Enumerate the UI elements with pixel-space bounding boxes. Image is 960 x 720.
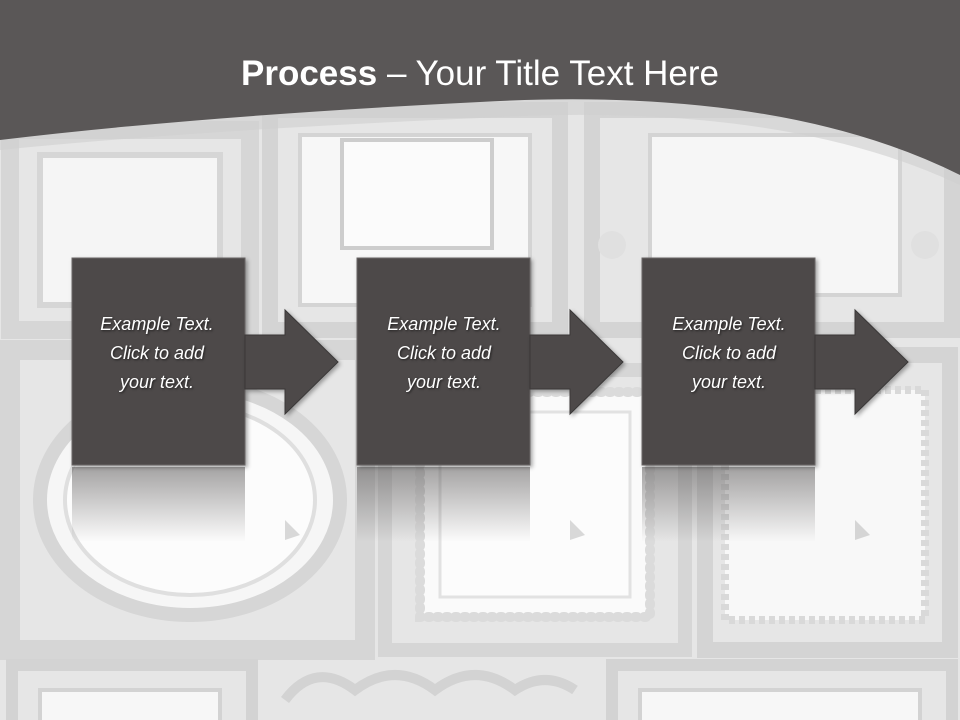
step-2-line-3: your text. [406,372,482,392]
title-bold: Process [241,54,378,93]
step-1-line-1: Example Text. [100,314,214,334]
step-2-reflection [357,467,530,542]
frames-bottom-strip [6,659,958,720]
step-1-reflection [72,467,245,542]
step-3-line-2: Click to add [681,343,777,363]
step-2-box [356,257,531,466]
step-1-text[interactable]: Example Text. Click to add your text. [72,310,242,397]
step-3-arrow [814,308,909,416]
step-2-line-2: Click to add [396,343,492,363]
title-rest: – Your Title Text Here [377,54,719,93]
step-1-arrow-reflection [285,520,300,540]
header-shape [0,0,960,175]
process-step-2 [356,257,624,542]
process-step-1 [71,257,339,542]
step-2-arrow-reflection [570,520,585,540]
step-2-arrow [529,308,624,416]
step-1-line-2: Click to add [109,343,205,363]
step-2-line-1: Example Text. [387,314,501,334]
step-3-reflection [642,467,815,542]
step-2-text[interactable]: Example Text. Click to add your text. [359,310,529,397]
step-3-line-3: your text. [691,372,767,392]
step-3-arrow-reflection [855,520,870,540]
step-1-box [71,257,246,466]
step-3-text[interactable]: Example Text. Click to add your text. [644,310,814,397]
step-1-arrow [244,308,339,416]
step-1-line-3: your text. [119,372,195,392]
page-title[interactable]: Process – Your Title Text Here [0,52,960,96]
step-3-line-1: Example Text. [672,314,786,334]
step-3-box [641,257,816,466]
process-step-3 [641,257,909,542]
